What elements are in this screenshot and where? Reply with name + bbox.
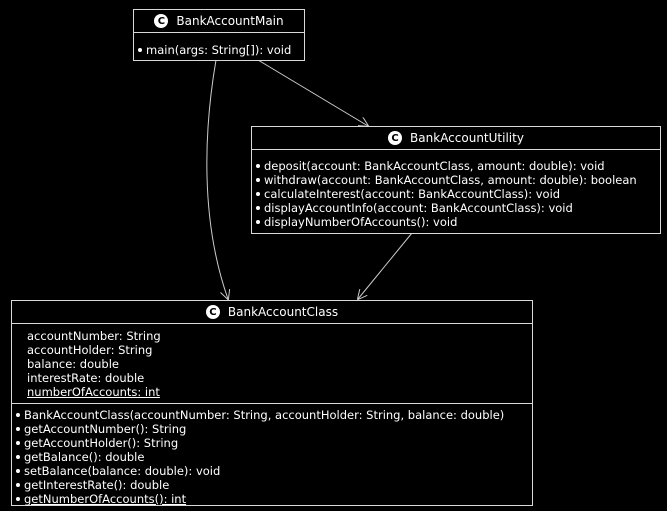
public-method-icon xyxy=(256,163,260,168)
method-row: deposit(account: BankAccountClass, amoun… xyxy=(252,159,660,173)
class-name: BankAccountUtility xyxy=(410,131,524,145)
method-row: getAccountHolder(): String xyxy=(12,436,532,450)
arrow-main-to-account xyxy=(206,59,228,299)
method-row: displayAccountInfo(account: BankAccountC… xyxy=(252,201,660,215)
public-method-icon xyxy=(16,426,20,431)
public-method-icon xyxy=(256,219,260,224)
class-name: BankAccountMain xyxy=(176,14,284,28)
public-method-icon xyxy=(16,468,20,473)
method-row: getBalance(): double xyxy=(12,450,532,464)
attribute-row: interestRate: double xyxy=(27,371,145,385)
methods-section: deposit(account: BankAccountClass, amoun… xyxy=(252,150,660,232)
attribute-row: accountHolder: String xyxy=(27,343,153,357)
method-row: displayNumberOfAccounts(): void xyxy=(252,215,660,229)
class-bank-account-main[interactable]: C BankAccountMain main(args: String[]): … xyxy=(133,9,305,61)
class-header: C BankAccountClass xyxy=(12,301,532,324)
attributes-section: accountNumber: String accountHolder: Str… xyxy=(12,324,532,403)
method-row: withdraw(account: BankAccountClass, amou… xyxy=(252,173,660,187)
class-bank-account-class[interactable]: C BankAccountClass accountNumber: String… xyxy=(11,300,533,506)
method-row: main(args: String[]): void xyxy=(134,43,304,57)
public-method-icon xyxy=(256,177,260,182)
class-badge-icon: C xyxy=(154,14,169,28)
arrow-utility-to-account xyxy=(358,232,413,299)
public-method-icon xyxy=(256,191,260,196)
class-name: BankAccountClass xyxy=(227,305,339,319)
public-method-icon xyxy=(16,482,20,487)
arrow-main-to-utility xyxy=(257,59,368,126)
methods-section: BankAccountClass(accountNumber: String, … xyxy=(12,403,532,509)
class-header: C BankAccountUtility xyxy=(252,127,660,150)
method-row: getAccountNumber(): String xyxy=(12,422,532,436)
method-row: getInterestRate(): double xyxy=(12,478,532,492)
public-method-icon xyxy=(16,496,20,501)
class-badge-icon: C xyxy=(205,305,220,319)
public-method-icon xyxy=(138,47,142,52)
attribute-row: accountNumber: String xyxy=(27,329,161,343)
public-method-icon xyxy=(16,454,20,459)
public-method-icon xyxy=(16,440,20,445)
method-row: setBalance(balance: double): void xyxy=(12,464,532,478)
static-method-row: getNumberOfAccounts(): int xyxy=(12,492,532,506)
public-method-icon xyxy=(256,205,260,210)
public-method-icon xyxy=(16,412,20,417)
class-badge-icon: C xyxy=(388,131,403,145)
methods-section: main(args: String[]): void xyxy=(134,33,304,60)
method-row: BankAccountClass(accountNumber: String, … xyxy=(12,408,532,422)
class-header: C BankAccountMain xyxy=(134,10,304,33)
method-row: calculateInterest(account: BankAccountCl… xyxy=(252,187,660,201)
static-attribute-row: numberOfAccounts: int xyxy=(27,385,160,399)
attribute-row: balance: double xyxy=(27,357,119,371)
class-bank-account-utility[interactable]: C BankAccountUtility deposit(account: Ba… xyxy=(251,126,661,234)
